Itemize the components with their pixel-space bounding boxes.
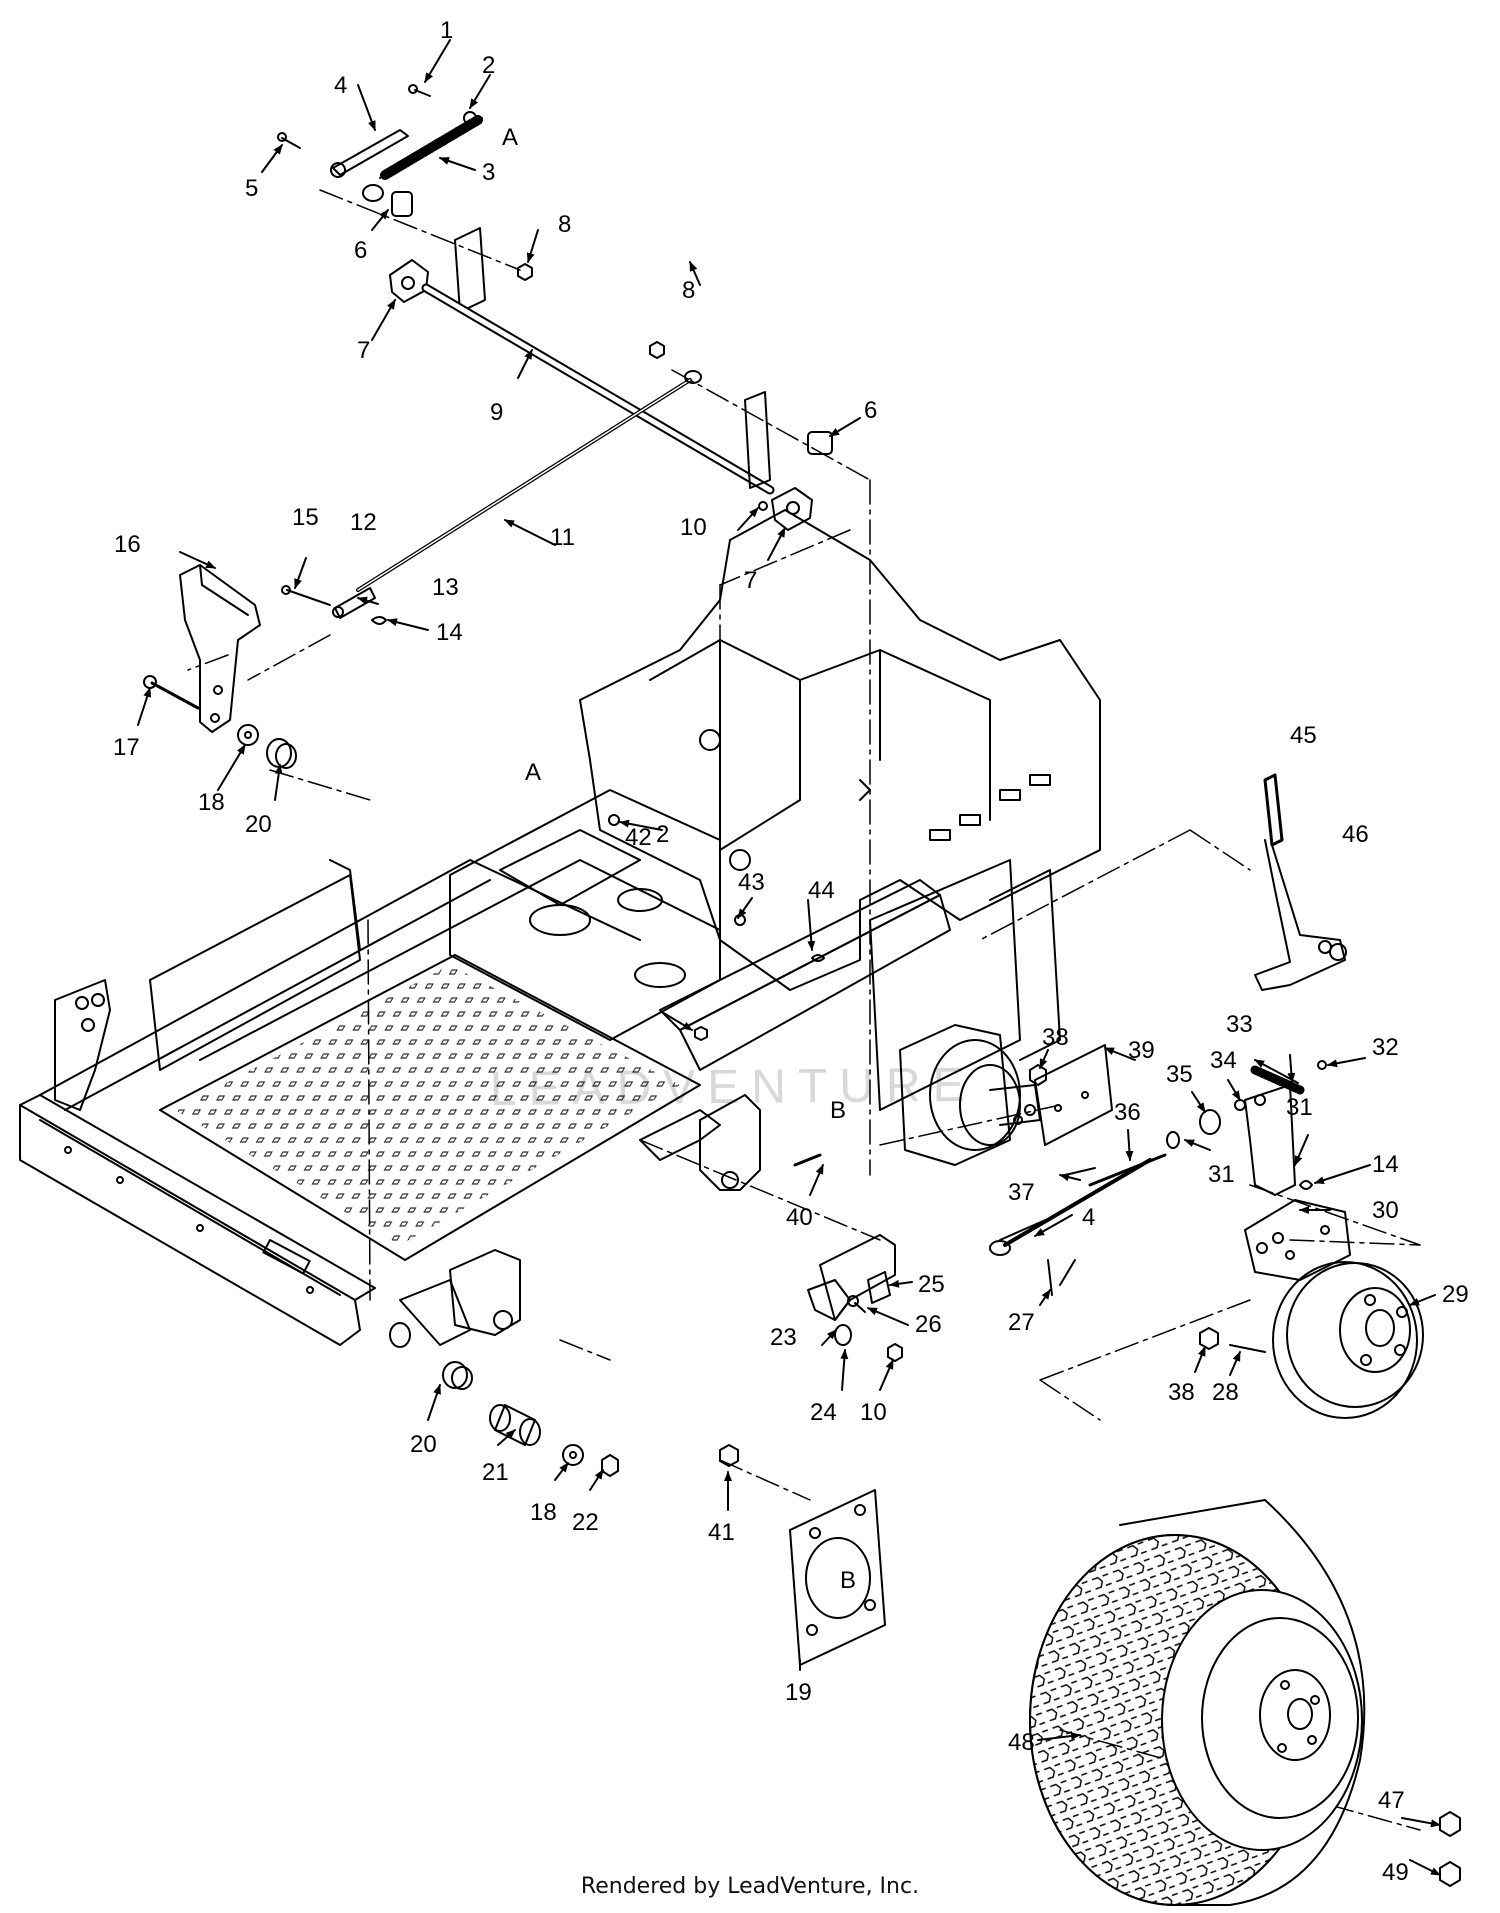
callout-45: 45 — [1290, 722, 1317, 749]
callout-1: 1 — [440, 17, 453, 44]
callout-15: 15 — [292, 504, 319, 531]
callout-14: 14 — [436, 619, 463, 646]
drive-wheel — [1029, 1499, 1461, 1906]
brake-drum — [1272, 1261, 1424, 1419]
callout-25: 25 — [918, 1271, 945, 1298]
callout-23: 23 — [770, 1324, 797, 1351]
callout-36: 36 — [1114, 1099, 1141, 1126]
callout-11: 11 — [550, 524, 575, 551]
callout-labels: 1 2 2 3 4 4 5 6 6 7 7 8 8 9 10 10 11 12 … — [113, 17, 1469, 1886]
main-frame — [0, 0, 1101, 1346]
callout-7: 7 — [744, 567, 757, 594]
callout-4: 4 — [334, 72, 347, 99]
switch-bracket — [793, 1153, 903, 1362]
bracket-16 — [143, 564, 297, 769]
callout-28: 28 — [1212, 1379, 1239, 1406]
callout-31: 31 — [1208, 1161, 1235, 1188]
lift-shaft-assembly — [277, 84, 833, 625]
callout-17: 17 — [113, 734, 140, 761]
callout-31: 31 — [1286, 1094, 1313, 1121]
deck-vent-holes — [0, 0, 1, 1]
control-lever — [1254, 773, 1347, 991]
callout-48: 48 — [1008, 1729, 1035, 1756]
callout-20: 20 — [245, 811, 272, 838]
callout-40: 40 — [786, 1204, 813, 1231]
callout-6: 6 — [354, 237, 367, 264]
footer-credit: Rendered by LeadVenture, Inc. — [580, 1874, 920, 1899]
callout-19: 19 — [785, 1679, 812, 1706]
ref-letter-a: A — [525, 759, 541, 786]
callout-18: 18 — [198, 789, 225, 816]
callout-20: 20 — [410, 1431, 437, 1458]
callout-49: 49 — [1382, 1859, 1409, 1886]
callout-30: 30 — [1372, 1197, 1399, 1224]
callout-35: 35 — [1166, 1061, 1193, 1088]
callout-47: 47 — [1378, 1787, 1405, 1814]
ref-letter-a: A — [502, 124, 518, 151]
callout-13: 13 — [432, 574, 459, 601]
callout-44: 44 — [808, 877, 835, 904]
callout-26: 26 — [915, 1311, 942, 1338]
callout-21: 21 — [482, 1459, 509, 1486]
callout-22: 22 — [572, 1509, 599, 1536]
callout-46: 46 — [1342, 821, 1369, 848]
callout-29: 29 — [1442, 1281, 1469, 1308]
ref-letter-b: B — [830, 1097, 846, 1124]
callout-27: 27 — [1008, 1309, 1035, 1336]
brake-linkage — [989, 1044, 1351, 1353]
callout-10: 10 — [680, 514, 707, 541]
pump-plate — [719, 1444, 886, 1666]
callout-39: 39 — [1128, 1037, 1155, 1064]
leader-arrows — [137, 39, 1441, 1876]
callout-12: 12 — [350, 509, 377, 536]
callout-6: 6 — [864, 397, 877, 424]
ref-letter-b: B — [840, 1567, 856, 1594]
callout-37: 37 — [1008, 1179, 1035, 1206]
callout-43: 43 — [738, 869, 765, 896]
callout-2: 2 — [482, 52, 495, 79]
callout-24: 24 — [810, 1399, 837, 1426]
callout-3: 3 — [482, 159, 495, 186]
callout-8: 8 — [682, 277, 695, 304]
callout-5: 5 — [245, 175, 258, 202]
callout-4: 4 — [1082, 1204, 1095, 1231]
callout-16: 16 — [114, 531, 141, 558]
front-axle-hardware — [389, 1322, 619, 1477]
callout-33: 33 — [1226, 1011, 1253, 1038]
callout-10: 10 — [860, 1399, 887, 1426]
callout-7: 7 — [357, 337, 370, 364]
callout-9: 9 — [490, 399, 503, 426]
callout-32: 32 — [1372, 1034, 1399, 1061]
callout-38: 38 — [1042, 1024, 1069, 1051]
callout-38: 38 — [1168, 1379, 1195, 1406]
callout-2: 2 — [656, 821, 669, 848]
callout-34: 34 — [1210, 1047, 1237, 1074]
callout-41: 41 — [708, 1519, 735, 1546]
callout-42: 42 — [625, 824, 652, 851]
callout-8: 8 — [558, 211, 571, 238]
callout-18: 18 — [530, 1499, 557, 1526]
callout-14: 14 — [1372, 1151, 1399, 1178]
